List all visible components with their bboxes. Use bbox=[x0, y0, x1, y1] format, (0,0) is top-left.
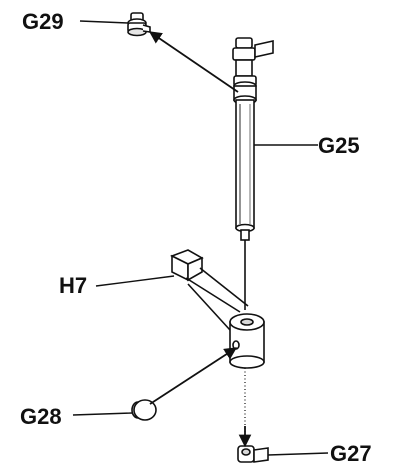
g29-leader-line bbox=[79, 20, 129, 24]
label-h7: H7 bbox=[59, 273, 87, 298]
g27-leader-line bbox=[267, 452, 329, 456]
label-g27: G27 bbox=[330, 441, 372, 466]
part-hub-collar bbox=[229, 313, 265, 369]
part-h7-arm bbox=[170, 249, 249, 331]
label-g25: G25 bbox=[318, 133, 360, 158]
part-g28-washer bbox=[131, 399, 157, 421]
g29-arrow bbox=[148, 31, 239, 93]
part-g27-end-fitting bbox=[237, 445, 269, 463]
label-g29: G29 bbox=[22, 9, 64, 34]
part-g29-cap bbox=[127, 12, 151, 37]
g28-leader-line bbox=[72, 412, 133, 416]
h7-leader-line bbox=[95, 275, 175, 287]
g28-arrow bbox=[149, 347, 238, 405]
part-g25-cylinder bbox=[235, 99, 255, 241]
label-g28: G28 bbox=[20, 404, 62, 429]
part-g25-top-fitting bbox=[232, 37, 274, 105]
